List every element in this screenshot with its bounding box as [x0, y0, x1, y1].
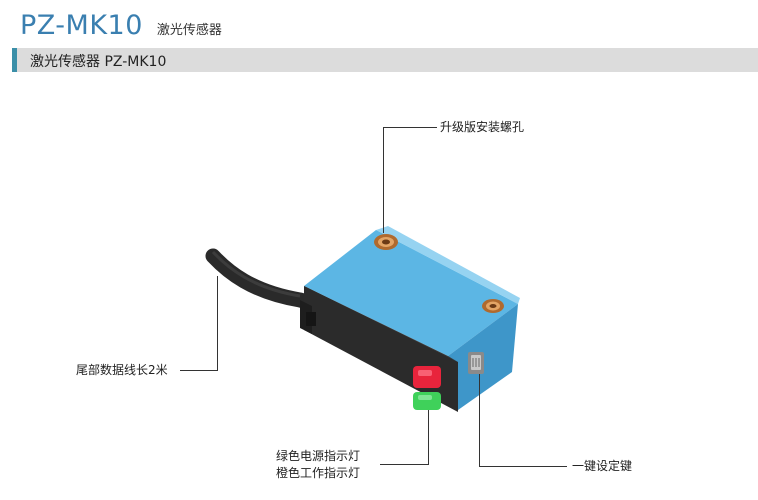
model-title: PZ-MK10 — [20, 10, 143, 41]
cable-callout-line-h — [180, 370, 218, 371]
section-header-bar: 激光传感器 PZ-MK10 — [12, 48, 758, 72]
led-callout-line-h — [380, 464, 428, 465]
cable-callout-line-v — [217, 276, 218, 371]
data-cable — [205, 248, 330, 314]
section-title: 激光传感器 PZ-MK10 — [30, 54, 167, 70]
green-led-icon — [413, 392, 441, 410]
green-led-label: 绿色电源指示灯 — [276, 449, 361, 463]
red-led-icon — [413, 366, 441, 388]
set-key-label: 一键设定键 — [572, 459, 633, 473]
setkey-callout-line-h — [479, 466, 567, 467]
orange-led-label: 橙色工作指示灯 — [276, 466, 361, 480]
cable-length-label: 尾部数据线长2米 — [76, 363, 168, 377]
led-callout-line-v — [428, 410, 429, 465]
mount-hole-label: 升级版安装螺孔 — [440, 120, 525, 134]
setkey-callout-line-v — [479, 374, 480, 466]
title-row: PZ-MK10 激光传感器 — [20, 10, 222, 44]
mount-callout-line-v — [383, 127, 384, 233]
section-accent-marker — [12, 48, 17, 72]
mount-hole-icon-2 — [482, 299, 504, 313]
housing-top-face — [304, 230, 518, 356]
mount-callout-line-h — [383, 127, 437, 128]
product-subtitle: 激光传感器 — [156, 23, 222, 38]
mount-hole-icon — [374, 234, 398, 250]
